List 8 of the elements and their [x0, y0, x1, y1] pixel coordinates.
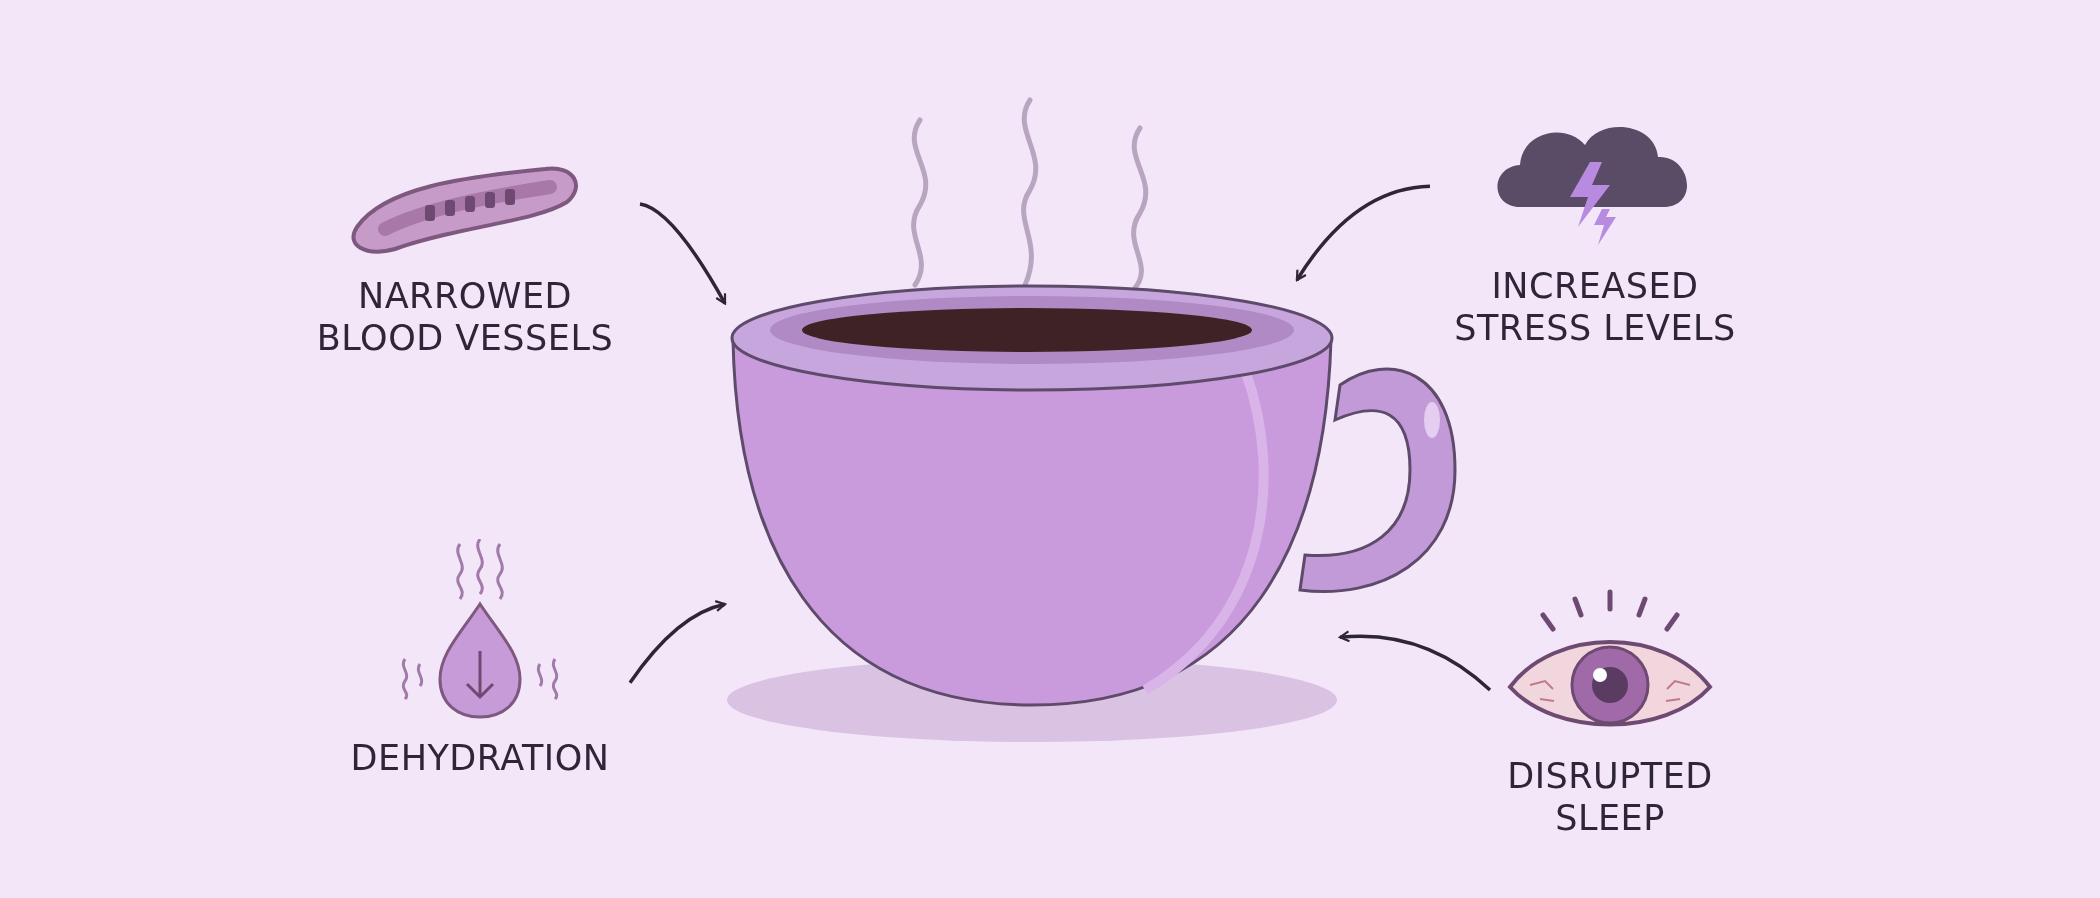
curved-arrow [1295, 184, 1431, 282]
effect-label: INCREASED STRESS LEVELS [1453, 264, 1737, 350]
curved-arrow [628, 600, 727, 684]
effect-label: DEHYDRATION [350, 737, 610, 780]
curved-arrow [1338, 630, 1492, 692]
effect-label: NARROWED BLOOD VESSELS [315, 274, 615, 360]
curved-arrow [639, 202, 727, 305]
effect-label: DISRUPTED SLEEP [1506, 754, 1714, 840]
